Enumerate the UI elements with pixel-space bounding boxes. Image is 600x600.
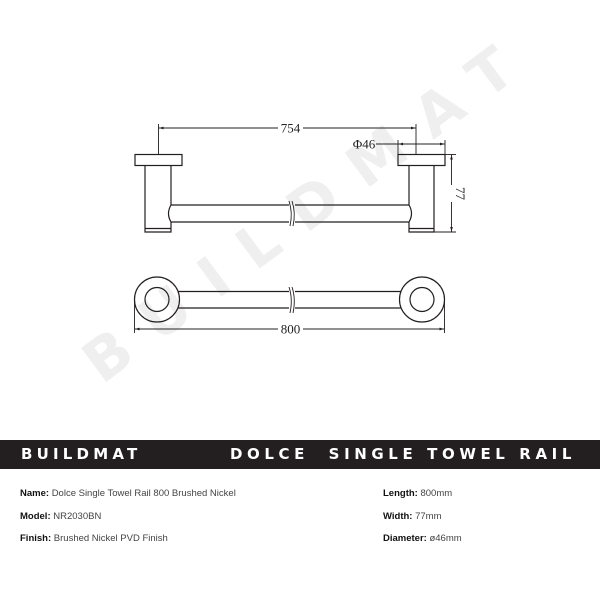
spec-diameter: Diameter: ø46mm: [383, 532, 462, 555]
dimension-phi46-label: Φ46: [353, 137, 376, 152]
right-post: [408, 165, 435, 233]
right-backplate-outer-circle: [398, 276, 446, 323]
spec-value: 77mm: [415, 510, 442, 522]
plan-view: [133, 276, 446, 323]
dimension-77-label: 77: [453, 187, 468, 201]
rail-left-end-curve: [167, 204, 172, 223]
spec-width: Width: 77mm: [383, 510, 462, 533]
spec-label: Diameter:: [383, 533, 427, 544]
dimension-800-label: 800: [281, 322, 301, 337]
product-title: DOLCE SINGLE TOWEL RAIL: [230, 445, 576, 463]
brand-name: BUILDMAT: [21, 445, 142, 463]
right-post-inner-circle: [409, 286, 435, 313]
specifications: Name: Dolce Single Towel Rail 800 Brushe…: [0, 487, 600, 557]
spec-value: NR2030BN: [53, 510, 102, 522]
technical-drawing: 754 Φ46 77: [133, 121, 468, 337]
dimension-754-label: 754: [281, 121, 301, 136]
specs-right-column: Length: 800mm Width: 77mm Diameter: ø46m…: [383, 487, 462, 555]
spec-value: 800mm: [420, 488, 453, 499]
spec-label: Model:: [20, 510, 51, 522]
left-post: [144, 165, 172, 233]
spec-value: Brushed Nickel PVD Finish: [53, 533, 168, 544]
spec-model: Model: NR2030BN: [20, 510, 236, 533]
rail-right-end-curve: [408, 204, 413, 223]
spec-label: Finish:: [20, 533, 52, 544]
spec-label: Length:: [383, 488, 418, 499]
right-backplate: [397, 153, 446, 167]
plan-break-mark-2: [291, 286, 295, 314]
spec-value: Dolce Single Towel Rail 800 Brushed Nick…: [51, 488, 236, 499]
left-backplate: [134, 153, 183, 167]
towel-rail-drawing: 754 Φ46 77: [133, 121, 468, 337]
left-post-inner-circle: [144, 286, 170, 313]
spec-value: ø46mm: [429, 533, 462, 544]
title-banner: BUILDMAT DOLCE SINGLE TOWEL RAIL: [0, 440, 600, 469]
spec-finish: Finish: Brushed Nickel PVD Finish: [20, 532, 236, 555]
spec-length: Length: 800mm: [383, 487, 462, 510]
dimension-phi46: [376, 140, 446, 155]
break-mark-2: [291, 200, 295, 227]
dimension-754: [158, 124, 417, 155]
dimension-77: [434, 154, 456, 233]
left-backplate-outer-circle: [133, 276, 181, 323]
break-mark-1: [288, 200, 292, 227]
specs-left-column: Name: Dolce Single Towel Rail 800 Brushe…: [20, 487, 236, 555]
plan-break-mark-1: [288, 286, 292, 314]
dimension-800: [134, 300, 445, 333]
front-elevation: [134, 153, 446, 233]
spec-label: Name:: [20, 488, 50, 499]
spec-label: Width:: [383, 510, 413, 522]
spec-name: Name: Dolce Single Towel Rail 800 Brushe…: [20, 487, 236, 510]
